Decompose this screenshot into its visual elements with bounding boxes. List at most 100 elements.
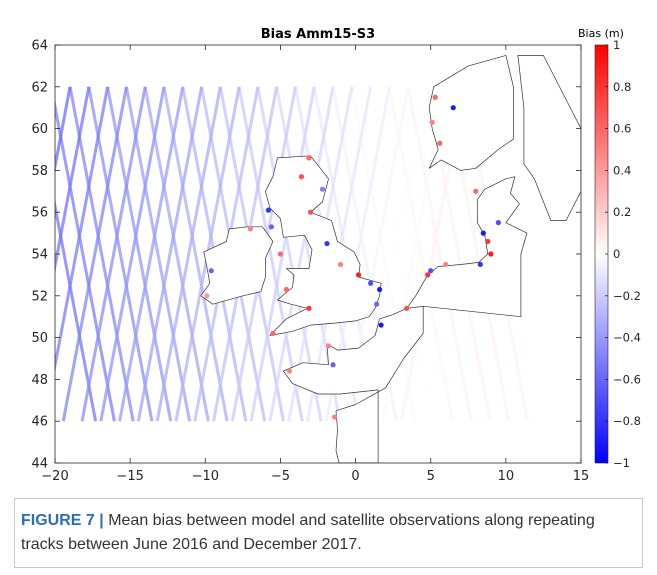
colorbar-tick-label: −0.2 [613, 289, 641, 303]
satellite-track [0, 87, 32, 421]
y-tick-label: 56 [31, 206, 48, 221]
chart-title: Bias Amm15-S3 [261, 27, 375, 42]
y-tick-label: 58 [31, 164, 48, 179]
coastline-scotland-england [265, 155, 382, 336]
y-tick-label: 46 [31, 415, 48, 430]
bias-point [495, 220, 501, 226]
y-tick-label: 52 [31, 289, 48, 304]
satellite-track [55, 98, 116, 422]
satellite-track [55, 198, 98, 422]
x-tick-label: −20 [41, 469, 68, 484]
x-tick-label: −10 [192, 469, 219, 484]
bias-point [355, 272, 362, 278]
satellite-track [406, 86, 473, 422]
satellite-track [99, 86, 166, 422]
bias-point [437, 140, 443, 146]
y-axis: 44 46 48 50 52 54 56 58 60 62 64 [31, 39, 581, 472]
satellite-track [124, 86, 191, 422]
bias-point [247, 226, 253, 232]
bias-point [477, 261, 483, 268]
bias-point [324, 240, 330, 247]
colorbar-tick-label: 0.4 [613, 163, 631, 177]
coastal-extreme-points [204, 94, 501, 420]
bias-point [307, 209, 314, 215]
bias-point [480, 230, 486, 236]
colorbar-tick-label: 1 [613, 38, 620, 52]
bias-point [443, 261, 449, 268]
bias-point [450, 105, 456, 111]
y-tick-label: 48 [31, 373, 48, 388]
bias-point [325, 343, 332, 349]
bias-point [277, 251, 284, 257]
bias-point [298, 174, 305, 180]
satellite-track [68, 86, 135, 422]
caption-box: FIGURE 7 | Mean bias between model and s… [14, 498, 643, 568]
coastline-sweden [517, 55, 581, 221]
y-tick-label: 64 [31, 39, 48, 54]
bias-point [265, 207, 272, 213]
satellite-track [143, 86, 210, 422]
caption-text: Mean bias between model and satellite ob… [21, 512, 595, 553]
satellite-track [80, 86, 147, 422]
x-tick-label: 15 [573, 469, 590, 484]
bias-point [368, 280, 374, 286]
bias-point [204, 293, 210, 299]
bias-point [268, 224, 275, 230]
bias-point [337, 261, 344, 268]
caption-separator: | [99, 512, 104, 529]
bias-point [374, 301, 380, 307]
colorbar-tick-label: 0.6 [613, 122, 631, 136]
coastline-ireland [200, 226, 274, 305]
x-axis: −20 −15 −10 −5 0 5 10 15 [41, 45, 589, 484]
bias-point [488, 251, 494, 257]
colorbar-tick-label: 0.8 [613, 80, 631, 94]
y-tick-label: 44 [31, 457, 48, 472]
satellite-track [387, 86, 454, 422]
coastline-norway [428, 55, 514, 171]
satellite-track [162, 86, 229, 422]
bias-point [306, 155, 312, 161]
y-tick-label: 50 [31, 331, 48, 346]
caption-label: FIGURE 7 [21, 512, 95, 529]
y-tick-label: 62 [31, 80, 48, 95]
figure-caption: FIGURE 7 | Mean bias between model and s… [21, 509, 636, 557]
bias-point [286, 368, 293, 374]
bias-point [306, 305, 312, 311]
x-tick-label: −15 [116, 469, 143, 484]
y-tick-label: 54 [31, 248, 48, 263]
colorbar-tick-label: −0.8 [613, 414, 641, 428]
satellite-track [55, 86, 72, 175]
satellite-track [155, 86, 222, 422]
x-tick-label: −5 [271, 469, 290, 484]
y-tick-label: 60 [31, 122, 48, 137]
bias-point [331, 414, 338, 420]
coastline [200, 55, 581, 463]
satellite-track [118, 86, 185, 422]
satellite-track [369, 86, 436, 422]
bias-point [378, 322, 384, 328]
bias-point [425, 272, 431, 278]
colorbar-ticks: −1−0.8−0.6−0.4−0.200.20.40.60.81 [605, 38, 641, 470]
colorbar-tick-label: −1 [613, 456, 630, 470]
satellite-track [61, 86, 128, 422]
colorbar-tick-label: 0 [613, 247, 620, 261]
bias-point [377, 286, 383, 293]
bias-point [208, 268, 214, 274]
colorbar-tick-label: −0.6 [613, 372, 641, 386]
x-tick-label: 10 [498, 469, 515, 484]
x-tick-label: 0 [351, 469, 359, 484]
satellite-track [106, 86, 173, 422]
bias-point [330, 362, 336, 368]
satellite-track [55, 86, 110, 374]
satellite-track [350, 86, 417, 422]
bias-point [319, 186, 326, 192]
colorbar-tick-label: 0.2 [613, 205, 631, 219]
bias-point [283, 286, 290, 293]
colorbar-label: Bias (m) [578, 27, 624, 40]
bias-point [429, 119, 435, 125]
bias-point [404, 305, 410, 311]
bias-point [473, 188, 479, 194]
x-tick-label: 5 [427, 469, 435, 484]
bias-point [270, 330, 276, 337]
